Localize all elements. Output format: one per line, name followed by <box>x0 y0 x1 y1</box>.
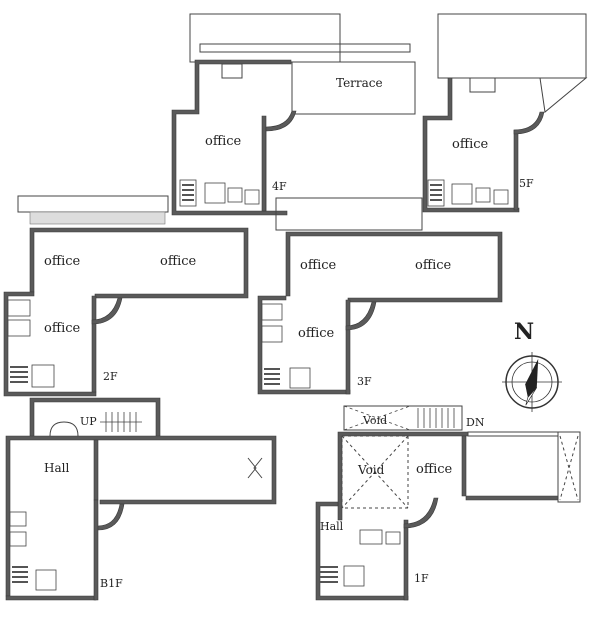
room-label-b1f-hall: Hall <box>44 461 69 475</box>
room-label-5f-office: office <box>452 137 489 152</box>
compass-north-label: N <box>514 319 534 345</box>
floor-label-b1f: B1F <box>100 577 123 590</box>
floor-label-4f: 4F <box>272 180 287 193</box>
floor-2f-plan: office office office 2F <box>3 195 249 397</box>
room-label-4f-terrace: Terrace <box>336 76 383 90</box>
room-label-3f-office-b: office <box>415 258 452 273</box>
floor-4f-plan: office Terrace 4F <box>171 13 416 216</box>
room-label-1f-office: office <box>416 462 453 477</box>
room-label-3f-office-c: office <box>298 326 335 341</box>
room-label-2f-office-c: office <box>44 321 81 336</box>
stair-label-b1f-up: UP <box>80 415 97 428</box>
north-compass: N <box>502 319 562 412</box>
floor-3f-plan: office office office 3F <box>257 197 503 395</box>
room-label-1f-hall: Hall <box>320 520 344 533</box>
room-label-2f-office-b: office <box>160 254 197 269</box>
void-label-1f-lower: Void <box>357 463 385 477</box>
floor-label-1f: 1F <box>414 572 429 585</box>
room-label-2f-office-a: office <box>44 254 81 269</box>
floor-label-3f: 3F <box>357 375 372 388</box>
room-label-4f-office: office <box>205 134 242 149</box>
floor-1f-plan: Void Void office Hall DN 1F <box>315 405 581 601</box>
floor-b1f-plan: Hall UP B1F <box>5 397 277 601</box>
stair-label-1f-dn: DN <box>466 416 485 429</box>
floor-label-2f: 2F <box>103 370 118 383</box>
room-label-3f-office-a: office <box>300 258 337 273</box>
floor-5f-plan: office 5F <box>422 13 588 213</box>
void-label-1f-upper: Void <box>362 414 387 427</box>
floor-label-5f: 5F <box>519 177 534 190</box>
